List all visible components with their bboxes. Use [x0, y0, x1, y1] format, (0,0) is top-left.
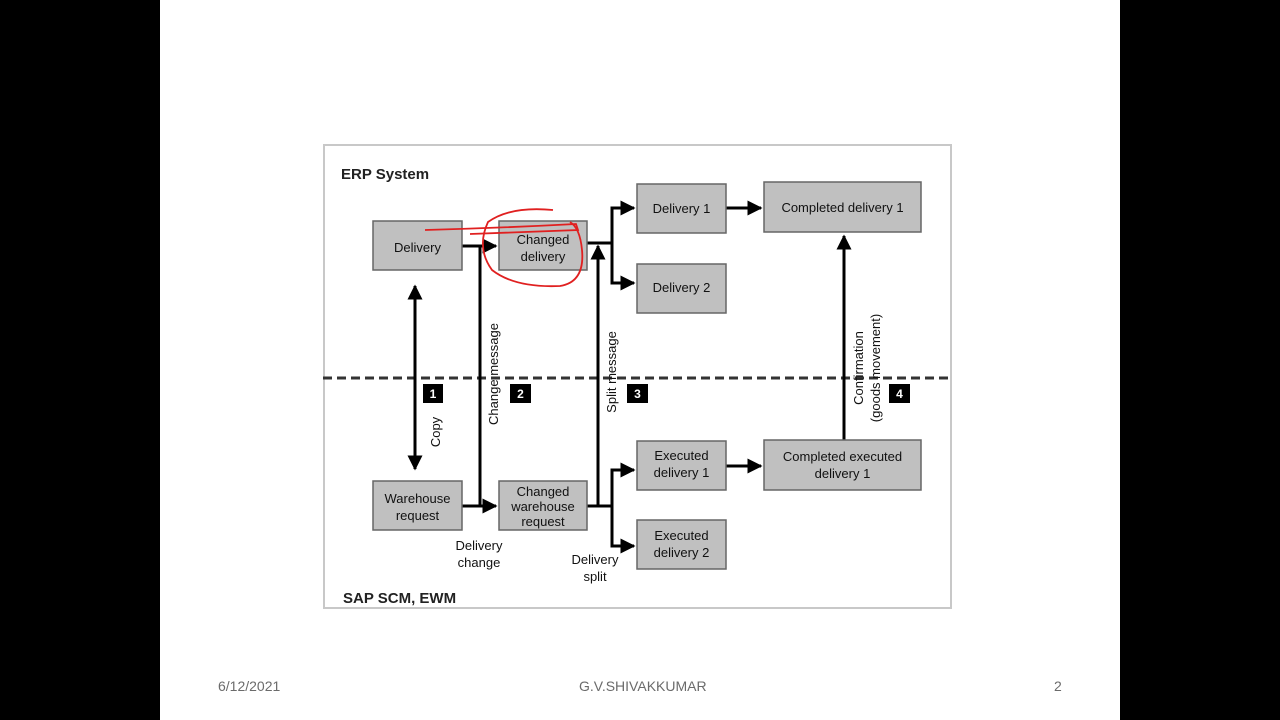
arrow-split-to-executed-2: [610, 506, 636, 554]
label-split-message: Split message: [604, 331, 619, 413]
region-title-scm: SAP SCM, EWM: [343, 590, 456, 607]
svg-text:3: 3: [634, 387, 641, 401]
footer-page-number: 2: [1054, 678, 1062, 694]
svg-text:Completed delivery 1: Completed delivery 1: [781, 200, 903, 215]
label-change-message: Change message: [486, 323, 501, 425]
arrow-split-to-executed-1: [587, 462, 636, 508]
step-badge-1: 1: [423, 384, 443, 403]
step-badge-3: 3: [627, 384, 648, 403]
svg-text:Delivery 2: Delivery 2: [653, 280, 711, 295]
node-delivery-1: Delivery 1: [636, 183, 727, 234]
node-delivery: Delivery: [372, 220, 463, 271]
step-badge-2: 2: [510, 384, 531, 403]
svg-text:Delivery 1: Delivery 1: [653, 201, 711, 216]
region-title-erp: ERP System: [341, 166, 429, 183]
svg-text:1: 1: [430, 387, 437, 401]
svg-text:4: 4: [896, 387, 903, 401]
red-highlight-annotation: [424, 208, 584, 288]
arrow-split-to-delivery-1: [587, 200, 636, 245]
node-delivery-2: Delivery 2: [636, 263, 727, 314]
arrow-split-to-delivery-2: [610, 243, 636, 291]
footer-author: G.V.SHIVAKKUMAR: [579, 678, 707, 694]
label-copy: Copy: [428, 416, 443, 447]
node-completed-delivery-1: Completed delivery 1: [763, 181, 922, 233]
label-confirmation: Confirmation(goods movement): [851, 314, 883, 422]
footer-date: 6/12/2021: [218, 678, 281, 694]
svg-text:Delivery: Delivery: [394, 240, 441, 255]
svg-text:2: 2: [517, 387, 524, 401]
step-badge-4: 4: [889, 384, 910, 403]
